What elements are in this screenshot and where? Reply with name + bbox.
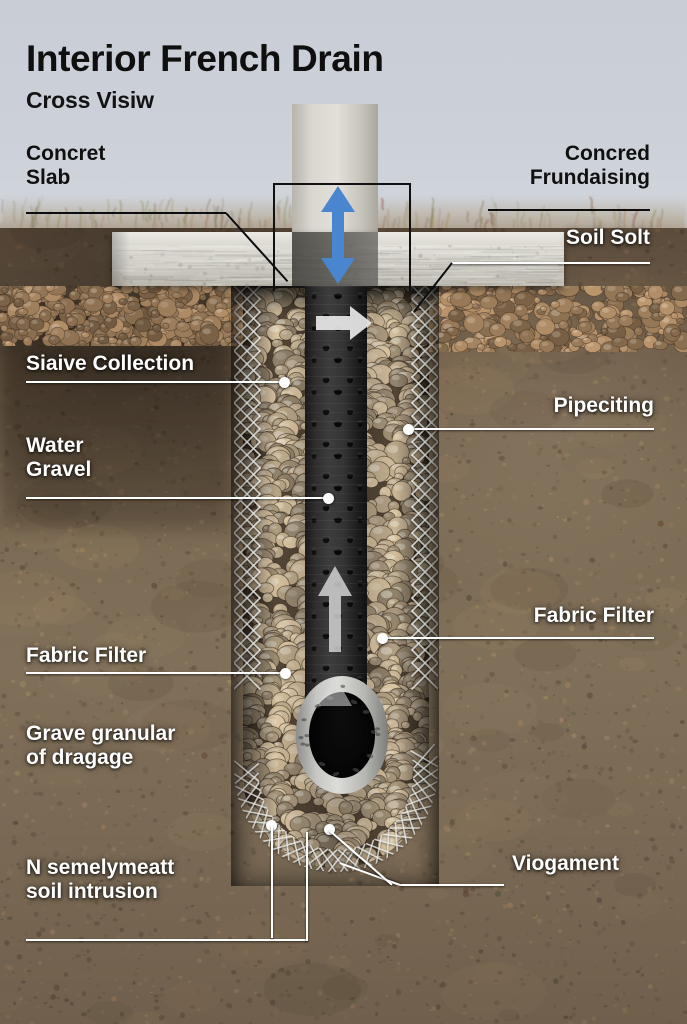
label-concrete-foundation: Concred Frundaising [529, 142, 650, 189]
leader-fabric-filter-right [382, 637, 654, 639]
label-soil-slot: Soil Solt [566, 226, 650, 249]
label-pipe-citing: Pipeciting [553, 394, 654, 417]
leader-sleeve-collection [26, 381, 284, 383]
leader-dot-water-gravel [323, 493, 334, 504]
fabric-filter-mesh-sock [234, 286, 438, 872]
concrete-slab-edge-shadow [112, 232, 130, 286]
leader-dot-viogament [324, 824, 335, 835]
label-fabric-filter-left: Fabric Filter [26, 644, 147, 667]
leader-concrete-slab [26, 212, 226, 214]
inlet-flow-arrow-icon [316, 306, 372, 340]
label-fabric-filter-right: Fabric Filter [533, 604, 654, 627]
leader-dot-sleeve-collection [279, 377, 290, 388]
leader-water-gravel [26, 497, 330, 499]
soil-rubble-left [0, 286, 245, 346]
label-soil-intrusion: N semelymeatt soil intrusion [26, 856, 175, 903]
leader-pipe-citing [408, 428, 654, 430]
leader-viogament [400, 884, 504, 886]
page-title: Interior French Drain [26, 38, 384, 79]
vertical-flow-arrow-icon [321, 186, 355, 284]
leader-dot-pipe-citing [403, 424, 414, 435]
label-concrete-slab: Concret Slab [26, 142, 106, 189]
leader-dot-fabric-filter-right [377, 633, 388, 644]
leader-dot-fabric-filter-left [280, 668, 291, 679]
page-subtitle: Cross Visiw [26, 87, 154, 113]
leader-dot-soil-intrusion [266, 820, 277, 831]
leader-soil-slot [452, 262, 650, 264]
leader-concrete-foundation [488, 209, 650, 211]
label-sleeve-collection: Siaive Collection [26, 352, 195, 375]
pipe-flow-arrow-lower-icon [318, 676, 352, 706]
label-viogament: Viogament [512, 852, 619, 875]
label-gravel-drainage: Grave granular of dragage [26, 722, 176, 769]
label-water-gravel: Water Gravel [26, 434, 92, 481]
leader-soil-intrusion [26, 939, 308, 941]
measurement-bracket [273, 183, 411, 291]
leader-soil-intrusion-stem [271, 826, 273, 938]
pipe-flow-arrow-icon [318, 566, 352, 652]
leader-fabric-filter-left [26, 672, 284, 674]
leader-soil-intrusion-vertical [306, 832, 308, 941]
